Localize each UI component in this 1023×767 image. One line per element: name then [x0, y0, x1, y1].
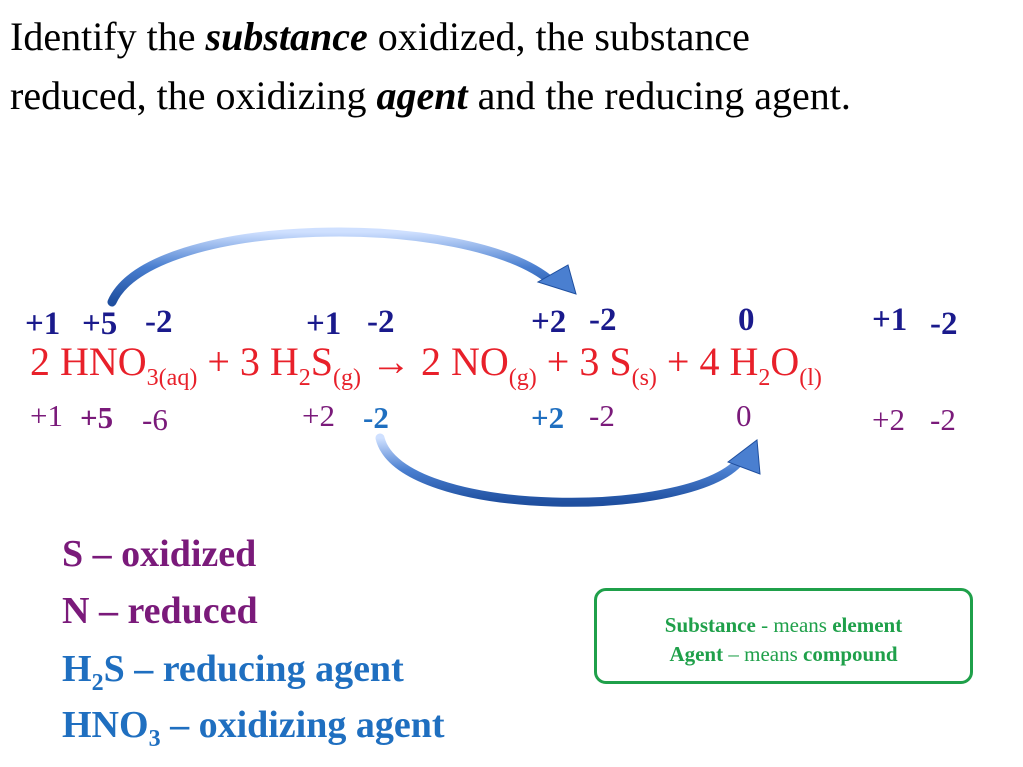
- total-o-hno3: -6: [142, 402, 168, 437]
- summary-oxidizing-agent: HNO3 – oxidizing agent: [62, 704, 445, 751]
- note-line-agent: Agent – means compound: [597, 640, 970, 669]
- summary-oxidized: S – oxidized: [62, 533, 257, 575]
- summary-text: H: [62, 648, 92, 690]
- note-term: compound: [803, 642, 898, 666]
- summary-text: HNO: [62, 704, 149, 746]
- total-o-no: -2: [589, 398, 615, 433]
- summary-reduced: N – reduced: [62, 590, 258, 632]
- summary-text: S – reducing agent: [103, 648, 404, 690]
- total-o-h2o: -2: [930, 402, 956, 437]
- eq-sub: 2: [298, 365, 311, 391]
- note-text: - means: [755, 613, 833, 637]
- note-term: element: [832, 613, 903, 637]
- ox-state-o-hno3: -2: [145, 304, 173, 340]
- title-emph-substance: substance: [205, 14, 368, 59]
- eq-part: 2 HNO: [30, 339, 147, 384]
- total-n-hno3: +5: [80, 400, 114, 435]
- title-text: reduced, the oxidizing: [10, 73, 367, 118]
- ox-state-n-no: +2: [531, 304, 567, 340]
- eq-part: → 2 NO: [361, 339, 509, 384]
- eq-part: O: [770, 339, 800, 384]
- ox-state-h-hno3: +1: [25, 306, 61, 342]
- eq-part: + 3 S: [536, 339, 632, 384]
- eq-part: + 3 H: [197, 339, 299, 384]
- eq-sub: (l): [799, 365, 822, 391]
- eq-sub: (g): [508, 365, 537, 391]
- summary-reducing-agent: H2S – reducing agent: [62, 648, 404, 695]
- ox-state-h-h2o: +1: [872, 302, 908, 338]
- total-s-h2s: -2: [363, 400, 389, 435]
- title-text: oxidized, the substance: [377, 14, 750, 59]
- ox-state-o-h2o: -2: [930, 306, 958, 342]
- eq-part: S: [310, 339, 334, 384]
- chemical-equation: 2 HNO3(aq) + 3 H2S(g) → 2 NO(g) + 3 S(s)…: [30, 339, 822, 391]
- ox-state-o-no: -2: [589, 302, 617, 338]
- total-h-h2o: +2: [872, 402, 905, 437]
- summary-sub: 3: [148, 726, 161, 752]
- total-s-elem: 0: [736, 398, 752, 433]
- title-line-2: reduced, the oxidizing agent and the red…: [10, 76, 851, 116]
- summary-sub: 2: [91, 670, 104, 696]
- title-text: and the reducing agent.: [477, 73, 851, 118]
- title-emph-agent: agent: [376, 73, 468, 118]
- arrow-sulfur-oxidation: [375, 433, 761, 507]
- eq-sub: 3(aq): [146, 365, 198, 391]
- eq-sub: (g): [333, 365, 361, 391]
- title-text: Identify the: [10, 14, 196, 59]
- total-n-no: +2: [531, 400, 565, 435]
- eq-sub: (s): [631, 365, 657, 391]
- note-text: – means: [723, 642, 804, 666]
- ox-state-h-h2s: +1: [306, 306, 342, 342]
- arrow-nitrogen-reduction: [107, 227, 577, 307]
- ox-state-s-elem: 0: [738, 302, 755, 338]
- eq-sub: 2: [758, 365, 771, 391]
- total-h-h2s: +2: [302, 398, 335, 433]
- total-h-hno3: +1: [30, 398, 63, 433]
- eq-part: + 4 H: [656, 339, 759, 384]
- title-line-1: Identify the substance oxidized, the sub…: [10, 17, 750, 57]
- definition-note-box: Substance - means element Agent – means …: [594, 588, 973, 684]
- note-term: Agent: [669, 642, 724, 666]
- note-term: Substance: [664, 613, 756, 637]
- ox-state-s-h2s: -2: [367, 304, 395, 340]
- summary-text: – oxidizing agent: [160, 704, 445, 746]
- note-line-substance: Substance - means element: [597, 611, 970, 640]
- ox-state-n-hno3: +5: [82, 306, 118, 342]
